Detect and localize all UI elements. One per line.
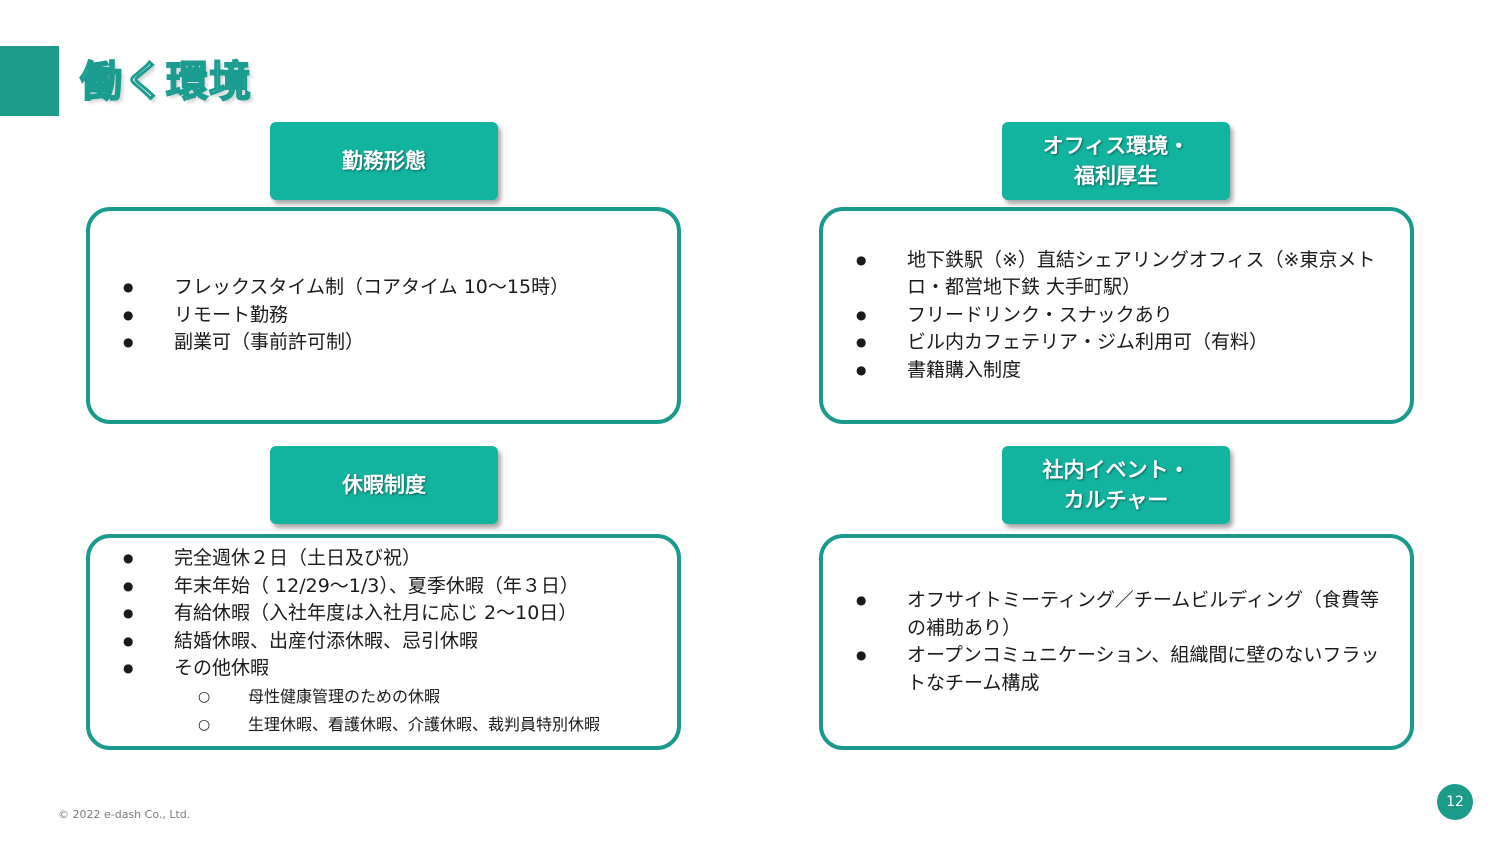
list-item: フリードリンク・スナックあり xyxy=(823,302,1410,330)
work-style-list: フレックスタイム制（コアタイム 10～15時） リモート勤務 副業可（事前許可制… xyxy=(90,274,677,357)
work-style-box: フレックスタイム制（コアタイム 10～15時） リモート勤務 副業可（事前許可制… xyxy=(86,207,681,424)
list-item: 地下鉄駅（※）直結シェアリングオフィス（※東京メトロ・都営地下鉄 大手町駅） xyxy=(823,247,1410,302)
list-item: フレックスタイム制（コアタイム 10～15時） xyxy=(90,274,677,302)
leave-header-label: 休暇制度 xyxy=(342,473,426,497)
list-item: その他休暇 母性健康管理のための休暇 生理休暇、看護休暇、介護休暇、裁判員特別休… xyxy=(90,655,677,739)
list-item: オープンコミュニケーション、組織間に壁のないフラットなチーム構成 xyxy=(823,642,1410,697)
culture-header: 社内イベント・ カルチャー xyxy=(1002,446,1230,524)
culture-header-label: 社内イベント・ カルチャー xyxy=(1042,458,1190,512)
leave-box: 完全週休２日（土日及び祝） 年末年始（ 12/29～1/3）、夏季休暇（年３日）… xyxy=(86,534,681,750)
list-item: 完全週休２日（土日及び祝） xyxy=(90,545,677,573)
sub-list-item: 生理休暇、看護休暇、介護休暇、裁判員特別休暇 xyxy=(90,711,657,739)
work-style-header: 勤務形態 xyxy=(270,122,498,200)
work-style-header-label: 勤務形態 xyxy=(342,149,426,173)
page-title: 働く環境 xyxy=(79,56,253,107)
list-item: 副業可（事前許可制） xyxy=(90,329,677,357)
sub-list-item: 母性健康管理のための休暇 xyxy=(90,683,657,711)
list-item-label: その他休暇 xyxy=(174,657,270,680)
list-item: ビル内カフェテリア・ジム利用可（有料） xyxy=(823,329,1410,357)
culture-list: オフサイトミーティング／チームビルディング（食費等の補助あり） オープンコミュニ… xyxy=(823,587,1410,697)
leave-list: 完全週休２日（土日及び祝） 年末年始（ 12/29～1/3）、夏季休暇（年３日）… xyxy=(90,545,677,739)
list-item: リモート勤務 xyxy=(90,302,677,330)
office-box: 地下鉄駅（※）直結シェアリングオフィス（※東京メトロ・都営地下鉄 大手町駅） フ… xyxy=(819,207,1414,424)
leave-sub-list: 母性健康管理のための休暇 生理休暇、看護休暇、介護休暇、裁判員特別休暇 xyxy=(174,683,657,739)
office-list: 地下鉄駅（※）直結シェアリングオフィス（※東京メトロ・都営地下鉄 大手町駅） フ… xyxy=(823,247,1410,385)
leave-header: 休暇制度 xyxy=(270,446,498,524)
list-item: オフサイトミーティング／チームビルディング（食費等の補助あり） xyxy=(823,587,1410,642)
title-accent-bar xyxy=(0,46,59,116)
list-item: 結婚休暇、出産付添休暇、忌引休暇 xyxy=(90,628,677,656)
office-header: オフィス環境・ 福利厚生 xyxy=(1002,122,1230,200)
copyright: © 2022 e-dash Co., Ltd. xyxy=(58,808,191,821)
list-item: 書籍購入制度 xyxy=(823,357,1410,385)
list-item: 有給休暇（入社年度は入社月に応じ 2～10日） xyxy=(90,600,677,628)
culture-box: オフサイトミーティング／チームビルディング（食費等の補助あり） オープンコミュニ… xyxy=(819,534,1414,750)
page-number-badge: 12 xyxy=(1437,784,1473,820)
list-item: 年末年始（ 12/29～1/3）、夏季休暇（年３日） xyxy=(90,573,677,601)
office-header-label: オフィス環境・ 福利厚生 xyxy=(1042,134,1190,188)
